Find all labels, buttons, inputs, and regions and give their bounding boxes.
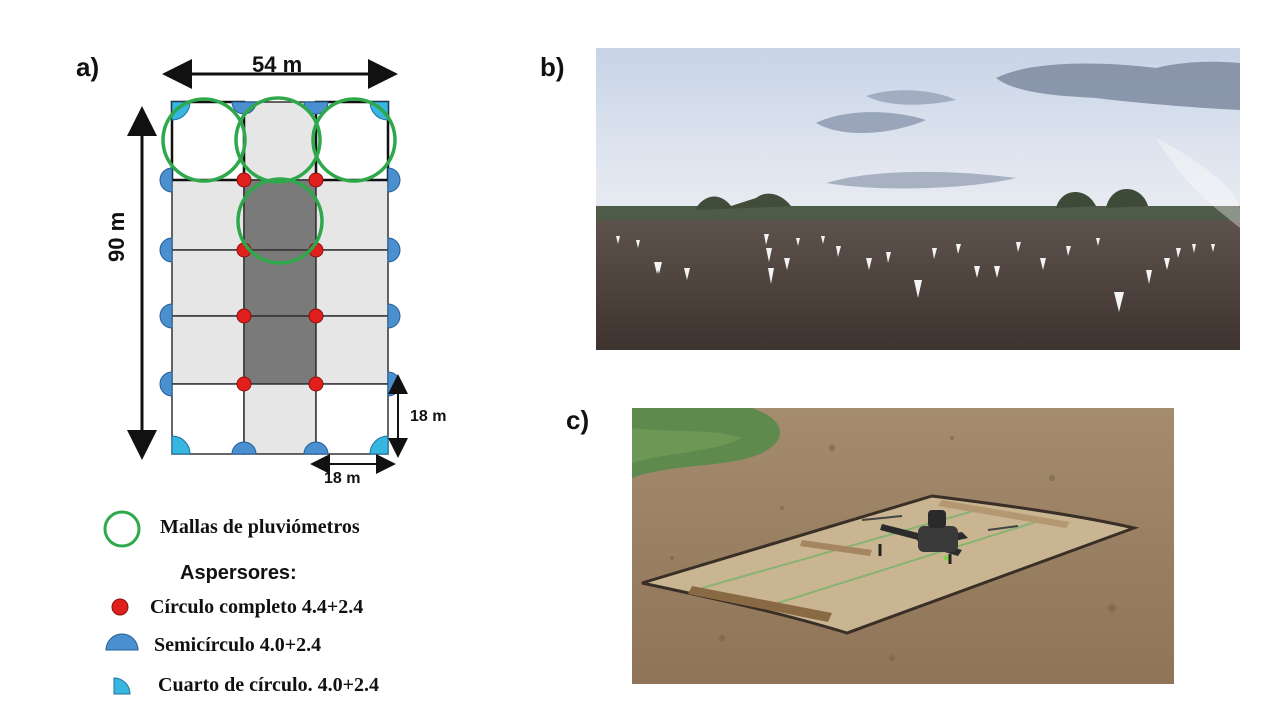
rain-gauge-mesh-rings — [161, 96, 397, 265]
legend-rain-gauges: Mallas de pluviómetros — [160, 516, 360, 538]
semicircle-icon — [159, 371, 173, 397]
panel-label-a: a) — [76, 52, 100, 82]
grid-cell — [243, 179, 317, 251]
quarter-circle-sprinklers — [171, 101, 389, 455]
grid-cell — [243, 101, 317, 181]
rain-gauge-cones — [616, 234, 1215, 312]
semicircle-icon — [231, 441, 257, 455]
semicircle-icon — [303, 441, 329, 455]
grid-cell — [243, 383, 317, 455]
sprinkler-layout-diagram — [127, 59, 408, 474]
grid-cell — [243, 249, 317, 317]
rain-gauge-ring-icon — [234, 96, 322, 184]
drone-icon — [861, 510, 1019, 564]
panel-label-b: b) — [540, 52, 565, 82]
full-circle-icon — [308, 172, 324, 188]
field-photo — [596, 48, 1240, 350]
semicircle-icon — [159, 237, 173, 263]
width-label: 54 m — [252, 52, 303, 77]
grid-cell — [315, 249, 389, 317]
grid-cell — [243, 315, 317, 385]
rain-gauge-ring-icon — [311, 97, 397, 183]
semicircle-icon — [387, 303, 401, 329]
rain-gauge-ring-icon — [103, 510, 141, 548]
grid-cell — [315, 315, 389, 385]
full-circle-icon — [308, 308, 324, 324]
semicircle-icon — [159, 167, 173, 193]
full-circle-icon — [111, 598, 129, 616]
drone-photo — [632, 408, 1174, 684]
dimension-arrows — [127, 59, 408, 474]
quarter-circle-icon — [113, 677, 131, 695]
grid-cell — [171, 249, 245, 317]
semicircle-icon — [105, 633, 139, 651]
legend-semicircle: Semicírculo 4.0+2.4 — [154, 634, 322, 656]
legend-quarter-circle: Cuarto de círculo. 4.0+2.4 — [158, 674, 380, 696]
cell-height-label: 18 m — [410, 408, 447, 425]
rain-gauge-ring-icon — [161, 97, 247, 183]
full-circle-icon — [308, 376, 324, 392]
semicircle-icon — [387, 167, 401, 193]
legend-sprinklers-heading: Aspersores: — [180, 562, 297, 584]
full-circle-icon — [236, 376, 252, 392]
semicircle-icon — [159, 303, 173, 329]
grid-cell — [315, 179, 389, 251]
quarter-circle-icon — [171, 435, 191, 455]
panel-label-c: c) — [566, 405, 590, 435]
grid-cells — [171, 101, 389, 455]
semicircle-icon — [387, 237, 401, 263]
legend-icons — [103, 510, 141, 695]
quarter-circle-icon — [369, 435, 389, 455]
full-circle-icon — [236, 308, 252, 324]
full-circle-icon — [236, 172, 252, 188]
legend-full-circle: Círculo completo 4.4+2.4 — [150, 596, 364, 618]
cell-width-label: 18 m — [324, 470, 361, 487]
rain-gauge-ring-icon — [236, 177, 324, 265]
